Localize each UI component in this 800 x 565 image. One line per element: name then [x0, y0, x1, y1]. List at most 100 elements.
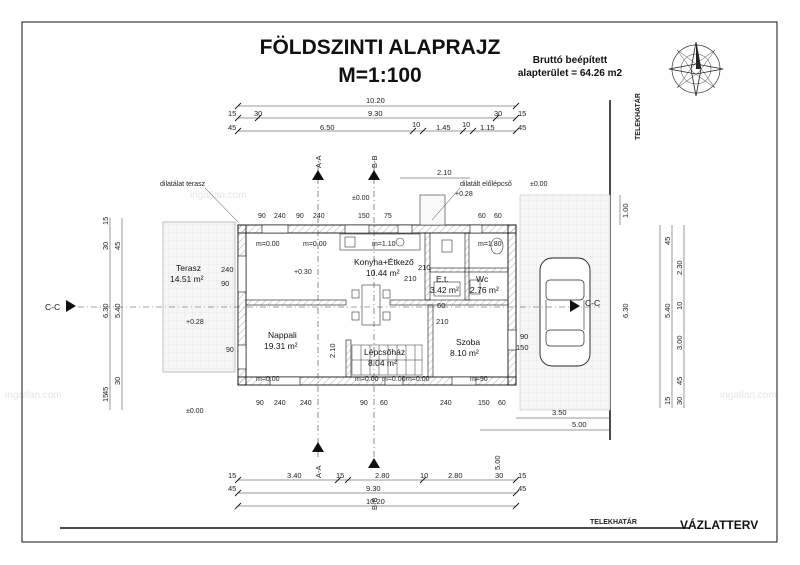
boundary-label-bottom: TELEKHATÁR: [590, 517, 637, 526]
room-name-bedroom: Szoba: [456, 337, 480, 347]
dim-left-h: 45: [113, 242, 122, 250]
dim-left-c: 6.30: [101, 303, 110, 318]
opening-top-1: 90: [258, 213, 266, 220]
dim-right-i: 30: [675, 397, 684, 405]
porch-steps: [419, 194, 446, 226]
level-outside-zero: ±0.00: [530, 181, 548, 188]
dim-driveway-b: 5.00: [572, 420, 587, 429]
opening-top-3: 90: [296, 213, 304, 220]
dim-top-overall: 10.20: [366, 96, 385, 105]
dim-left-d: 5.40: [113, 303, 122, 318]
plan-title-main: FÖLDSZINTI ALAPRAJZ: [259, 36, 501, 59]
level-terrace: +0.30: [294, 269, 312, 276]
dim-top-2-b: 30: [254, 109, 262, 118]
room-name-stairwell: Lépcsőház: [364, 347, 405, 357]
room-name-wc: Wc: [476, 274, 489, 284]
level-side: +0.28: [186, 319, 204, 326]
section-label-cc-left: C-C: [45, 302, 60, 312]
floor-level: m=0.00: [355, 376, 379, 383]
dim-bottom-2-c: 45: [518, 484, 526, 493]
opening-bottom-1: 90: [256, 400, 264, 407]
section-label-bb-bottom: B-B: [370, 497, 379, 510]
dim-bottom-overall: 10.20: [366, 497, 385, 506]
dim-right-f: 6.30: [621, 303, 630, 318]
dim-bottom-1-d: 2.80: [375, 471, 390, 480]
room-area-pantry: 3.42 m²: [430, 285, 459, 295]
dim-right-c: 10: [675, 302, 684, 310]
floor-level: m=90: [470, 376, 488, 383]
area-info-line2: alapterület = 64.26 m2: [517, 68, 623, 79]
bathroom-fixtures: [433, 237, 504, 297]
dim-bottom-1-e: 10: [420, 471, 428, 480]
dim-right-h: 15: [663, 397, 672, 405]
opening-bottom-4: 90: [360, 400, 368, 407]
room-area-bedroom: 8.10 m²: [450, 348, 479, 358]
opening-top-7: 60: [478, 213, 486, 220]
area-info: Bruttó beépített alapterület = 64.26 m2: [505, 54, 635, 80]
dim-bottom-2-b: 9.30: [366, 484, 381, 493]
dim-top-3-c: 10: [412, 120, 420, 129]
dim-bottom-2-a: 45: [228, 484, 236, 493]
dim-top-2-d: 30: [494, 109, 502, 118]
floor-level: m=0.00: [256, 376, 280, 383]
dim-top-3-f: 1.15: [480, 123, 495, 132]
dim-top-3-d: 1.45: [436, 123, 451, 132]
dim-bottom-1-g: 30: [495, 471, 503, 480]
floor-level: m=1.80: [478, 241, 502, 248]
section-lines: [78, 165, 600, 460]
kitchen-counter: [339, 233, 421, 251]
dim-right-g: 5.40: [663, 303, 672, 318]
dim-terrace-c: 90: [221, 279, 229, 288]
dining-table: [351, 284, 391, 326]
dim-terrace-a: 240: [221, 265, 234, 274]
dimension-lines: [109, 105, 685, 507]
floor-level: m=0.00: [382, 376, 406, 383]
dim-left-e: 30: [113, 377, 122, 385]
dim-terrace-b: 60: [437, 301, 445, 310]
opening-top-6: 75: [384, 213, 392, 220]
note-porch-material: dilatált előlépcső: [460, 181, 512, 188]
opening-bottom-5: 60: [380, 400, 388, 407]
note-terrace-material: dilatálat terasz: [160, 181, 206, 188]
opening-bottom-7: 150: [478, 400, 490, 407]
opening-top-8: 60: [494, 213, 502, 220]
dim-door-e: 90: [520, 332, 528, 341]
dim-stair-length: 2.10: [328, 343, 337, 358]
floor-level: m=0.00: [256, 241, 280, 248]
opening-bottom-3: 240: [300, 400, 312, 407]
room-area-wc: 2.76 m²: [470, 285, 499, 295]
room-area-living: 19.31 m²: [264, 341, 298, 351]
sheet-frame: [21, 21, 778, 543]
dim-bottom-1-b: 3.40: [287, 471, 302, 480]
dim-top-2-a: 15: [228, 109, 236, 118]
room-name-pantry: E.t.: [436, 274, 449, 284]
car-icon: [539, 257, 591, 367]
dim-right-b: 2.30: [675, 260, 684, 275]
dim-porch-depth: 1.00: [621, 203, 630, 218]
dim-left-a: 15: [101, 217, 110, 225]
plan-title-scale: M=1:100: [338, 64, 422, 87]
section-label-aa-top: A-A: [314, 155, 323, 168]
floor-level: m=0.00: [406, 376, 430, 383]
dimension-ticks: [234, 102, 520, 510]
section-markers: [66, 170, 580, 468]
watermark: ingatlan.com: [5, 390, 62, 401]
sketch-label: VÁZLATTERV: [680, 518, 759, 532]
plan-title: FÖLDSZINTI ALAPRAJZ M=1:100: [240, 34, 520, 90]
dim-right-a: 45: [663, 237, 672, 245]
room-area-stairwell: 8.04 m²: [368, 358, 397, 368]
dim-left-f: 15: [101, 394, 110, 402]
interior-walls: [245, 232, 509, 378]
opening-bottom-6: 240: [440, 400, 452, 407]
opening-top-5: 150: [358, 213, 370, 220]
watermark: ingatlan.com: [720, 390, 777, 401]
dim-door-a: 210: [418, 263, 431, 272]
boundary-label-right: TELEKHATÁR: [633, 93, 642, 140]
dim-driveway-a: 3.50: [552, 408, 567, 417]
exterior-walls: [237, 224, 517, 386]
opening-bottom-8: 60: [498, 400, 506, 407]
dim-left-b: 30: [101, 242, 110, 250]
floor-level: m=1.10: [372, 241, 396, 248]
dim-door-b: 210: [404, 274, 417, 283]
